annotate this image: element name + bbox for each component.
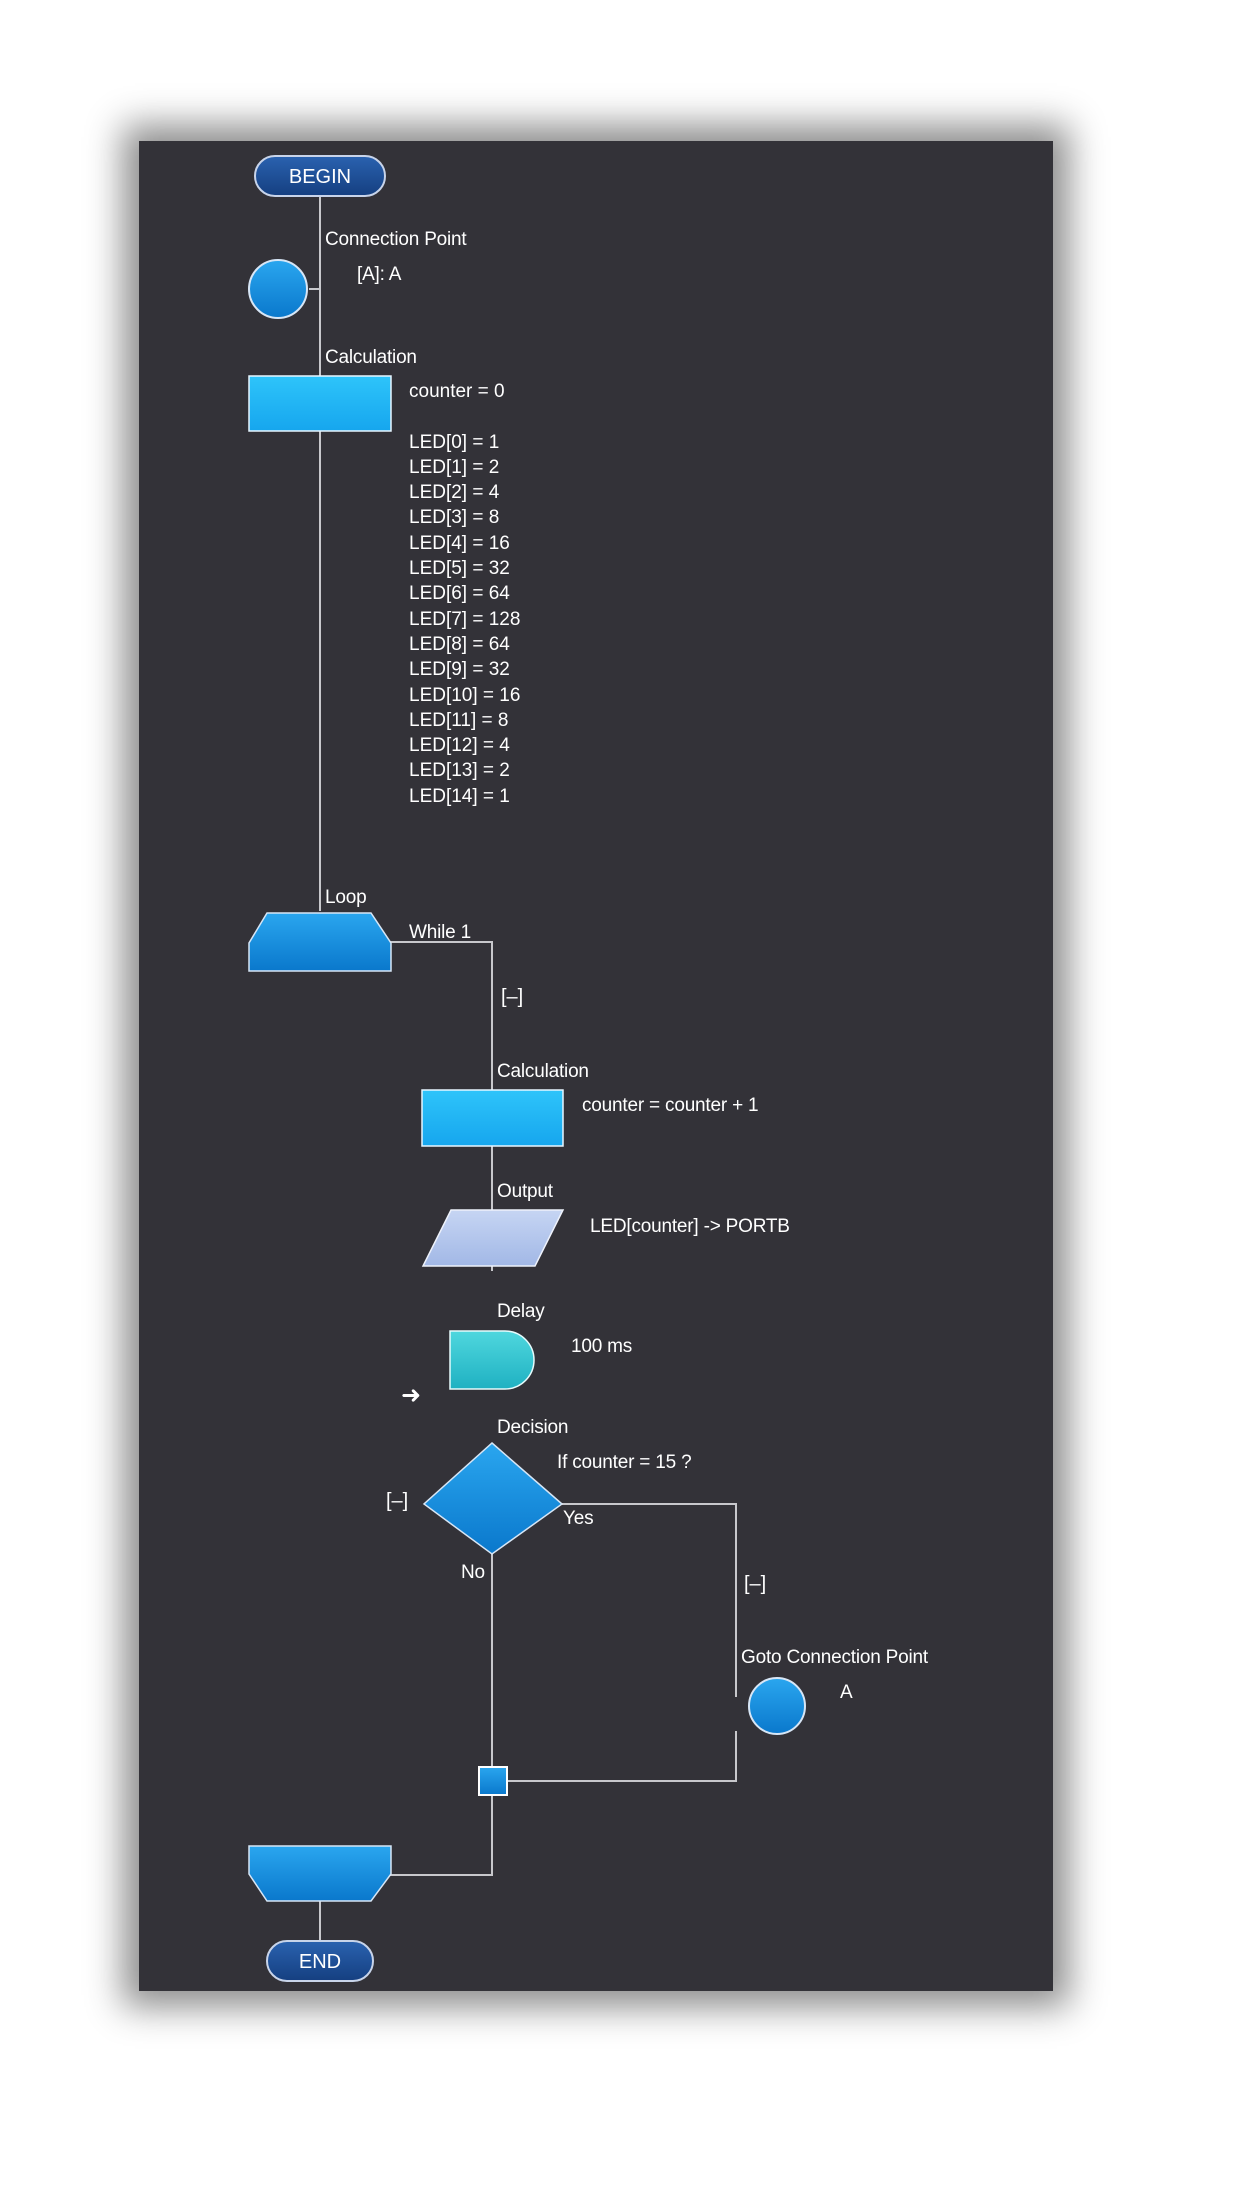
calculation-line: LED[3] = 8: [409, 507, 500, 529]
decision-no-collapse-toggle[interactable]: [–]: [386, 1490, 409, 1512]
calculation-line: LED[8] = 64: [409, 633, 510, 655]
decision-yes-collapse-toggle[interactable]: [–]: [744, 1573, 767, 1595]
connection-point-title: Connection Point: [325, 229, 467, 250]
begin-label: BEGIN: [289, 166, 351, 188]
loop-condition: While 1: [409, 922, 471, 943]
connection-point-detail: [A]: A: [357, 264, 402, 285]
calculation-line: LED[11] = 8: [409, 709, 509, 731]
decision-icon[interactable]: [422, 1441, 564, 1555]
decision-condition: If counter = 15 ?: [557, 1452, 692, 1473]
delay-icon[interactable]: [449, 1330, 535, 1390]
output-title: Output: [497, 1181, 553, 1202]
calculation-expressions: counter = 0 LED[0] = 1 LED[1] = 2 LED[2] =…: [409, 379, 520, 809]
calculation-line: LED[0] = 1: [409, 431, 500, 453]
calculation-line: LED[4] = 16: [409, 532, 510, 554]
calculation-line: LED[7] = 128: [409, 608, 521, 630]
calculation-icon-2[interactable]: [421, 1089, 564, 1147]
loop-body-line: [389, 941, 493, 1271]
decision-yes-label: Yes: [563, 1508, 594, 1529]
loop-collapse-toggle[interactable]: [–]: [501, 986, 524, 1008]
end-label: END: [299, 1951, 341, 1973]
calculation-line: LED[1] = 2: [409, 456, 500, 478]
loop-start-icon[interactable]: [248, 912, 392, 972]
calculation-2-expression: counter = counter + 1: [582, 1095, 759, 1116]
begin-terminal[interactable]: BEGIN: [254, 155, 386, 197]
goto-connection-icon[interactable]: [748, 1677, 806, 1735]
merge-point-icon: [478, 1766, 508, 1796]
yes-merge-line: [502, 1731, 737, 1782]
calculation-line: counter = 0: [409, 381, 505, 402]
goto-target: A: [840, 1682, 853, 1703]
calculation-icon[interactable]: [248, 375, 392, 432]
calculation-line-blank: [409, 404, 520, 429]
decision-yes-line: [562, 1503, 737, 1697]
calculation-line: LED[13] = 2: [409, 760, 510, 782]
calculation-line: LED[9] = 32: [409, 659, 510, 681]
loop-end-icon[interactable]: [248, 1845, 392, 1902]
execution-arrow-icon: ➜: [401, 1382, 422, 1409]
output-expression: LED[counter] -> PORTB: [590, 1216, 790, 1237]
calculation-2-title: Calculation: [497, 1061, 589, 1082]
loop-return-line: [389, 1781, 493, 1876]
calculation-line: LED[12] = 4: [409, 735, 510, 757]
decision-title: Decision: [497, 1417, 569, 1438]
output-icon[interactable]: [421, 1209, 565, 1267]
calculation-line: LED[6] = 64: [409, 583, 510, 605]
calculation-line: LED[2] = 4: [409, 482, 500, 504]
flowchart-canvas: BEGIN END: [248, 155, 806, 1982]
calculation-title: Calculation: [325, 347, 417, 368]
connector-lines: [309, 196, 737, 1941]
delay-expression: 100 ms: [571, 1336, 633, 1357]
connection-point-icon[interactable]: [248, 259, 308, 319]
goto-title: Goto Connection Point: [741, 1647, 928, 1668]
flowchart-panel: BEGIN END Connection Point [A]: A Calcu: [139, 141, 1053, 1991]
loop-title: Loop: [325, 887, 367, 908]
delay-title: Delay: [497, 1301, 545, 1322]
end-terminal[interactable]: END: [266, 1940, 374, 1982]
calculation-line: LED[10] = 16: [409, 684, 521, 706]
calculation-line: LED[5] = 32: [409, 558, 510, 580]
decision-no-label: No: [461, 1562, 485, 1583]
calculation-line: LED[14] = 1: [409, 785, 510, 807]
